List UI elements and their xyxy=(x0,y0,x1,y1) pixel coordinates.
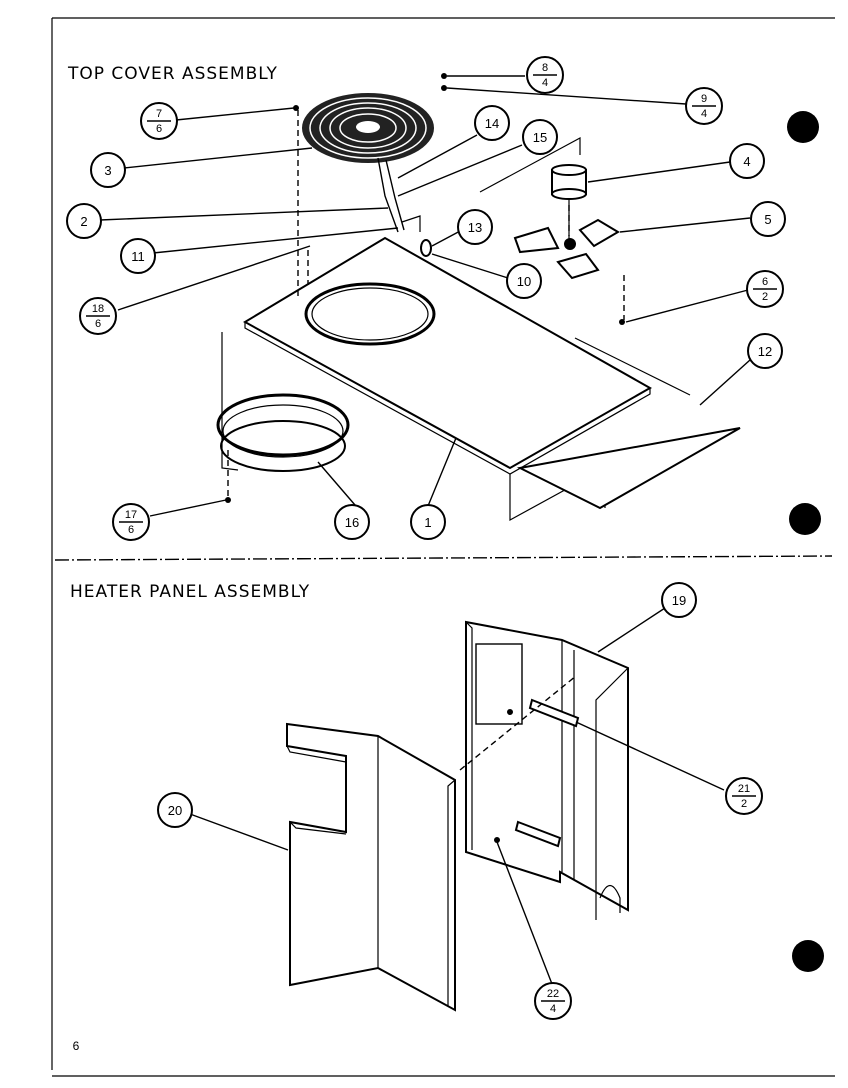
callout-22-4: 224 xyxy=(534,982,572,1020)
callout-2: 2 xyxy=(66,203,102,239)
callout-4: 4 xyxy=(729,143,765,179)
svg-text:17: 17 xyxy=(125,509,137,521)
grommet xyxy=(420,239,432,257)
callout-13: 13 xyxy=(457,209,493,245)
svg-text:2: 2 xyxy=(762,291,768,303)
svg-text:6: 6 xyxy=(128,524,134,536)
callout-20: 20 xyxy=(157,792,193,828)
heater-panel-parts xyxy=(286,620,629,1012)
callout-8-4: 84 xyxy=(526,56,564,94)
svg-text:4: 4 xyxy=(701,108,707,120)
ring-lower xyxy=(220,420,346,472)
callout-14: 14 xyxy=(474,105,510,141)
binder-hole-3 xyxy=(792,940,824,972)
svg-text:18: 18 xyxy=(92,303,104,315)
svg-text:11: 11 xyxy=(131,249,145,264)
svg-text:4: 4 xyxy=(542,77,548,89)
callout-17-6: 176 xyxy=(112,503,150,541)
callout-7-6: 76 xyxy=(140,102,178,140)
svg-text:15: 15 xyxy=(533,130,547,145)
svg-text:2: 2 xyxy=(741,798,747,810)
svg-text:8: 8 xyxy=(542,62,548,74)
svg-text:6: 6 xyxy=(95,318,101,330)
callout-15: 15 xyxy=(522,119,558,155)
bracket-upper xyxy=(528,698,580,728)
svg-text:1: 1 xyxy=(424,515,431,530)
svg-text:21: 21 xyxy=(738,783,750,795)
section-title-heater-panel: HEATER PANEL ASSEMBLY xyxy=(70,582,310,602)
callout-21-2: 212 xyxy=(725,777,763,815)
condenser-coil xyxy=(302,93,434,163)
callout-1: 1 xyxy=(410,504,446,540)
leader-lines xyxy=(99,75,751,985)
section-title-top-cover: TOP COVER ASSEMBLY xyxy=(67,64,278,84)
svg-text:6: 6 xyxy=(762,276,768,288)
svg-text:3: 3 xyxy=(104,163,111,178)
callout-5: 5 xyxy=(750,201,786,237)
top-cover-parts xyxy=(216,73,741,522)
callout-18-6: 186 xyxy=(79,297,117,335)
callout-11: 11 xyxy=(120,238,156,274)
ring-upper xyxy=(216,393,350,457)
top-cover-opening xyxy=(304,282,436,346)
front-heater-panel xyxy=(286,722,456,1012)
callout-16: 16 xyxy=(334,504,370,540)
svg-text:14: 14 xyxy=(485,116,499,131)
fan-blade xyxy=(513,218,620,280)
svg-text:7: 7 xyxy=(156,108,162,120)
extension-panel xyxy=(516,427,741,510)
svg-text:9: 9 xyxy=(701,93,707,105)
section-divider xyxy=(54,555,833,561)
callout-3: 3 xyxy=(90,152,126,188)
svg-text:4: 4 xyxy=(550,1003,556,1015)
callout-19: 19 xyxy=(661,582,697,618)
svg-text:19: 19 xyxy=(672,593,686,608)
page-number: 6 xyxy=(73,1039,80,1053)
binder-hole-1 xyxy=(787,111,819,143)
svg-text:2: 2 xyxy=(80,214,87,229)
svg-text:6: 6 xyxy=(156,123,162,135)
binder-hole-2 xyxy=(789,503,821,535)
svg-text:12: 12 xyxy=(758,344,772,359)
callout-10: 10 xyxy=(506,263,542,299)
callout-12: 12 xyxy=(747,333,783,369)
svg-text:22: 22 xyxy=(547,988,559,1000)
bracket-lower xyxy=(514,820,562,848)
svg-text:10: 10 xyxy=(517,274,531,289)
svg-text:16: 16 xyxy=(345,515,359,530)
svg-text:13: 13 xyxy=(468,220,482,235)
callout-6-2: 62 xyxy=(746,270,784,308)
svg-text:5: 5 xyxy=(764,212,771,227)
svg-text:20: 20 xyxy=(168,803,182,818)
fan-motor xyxy=(551,164,587,240)
callout-9-4: 94 xyxy=(685,87,723,125)
heater-panel-box xyxy=(465,620,629,912)
svg-text:4: 4 xyxy=(743,154,750,169)
